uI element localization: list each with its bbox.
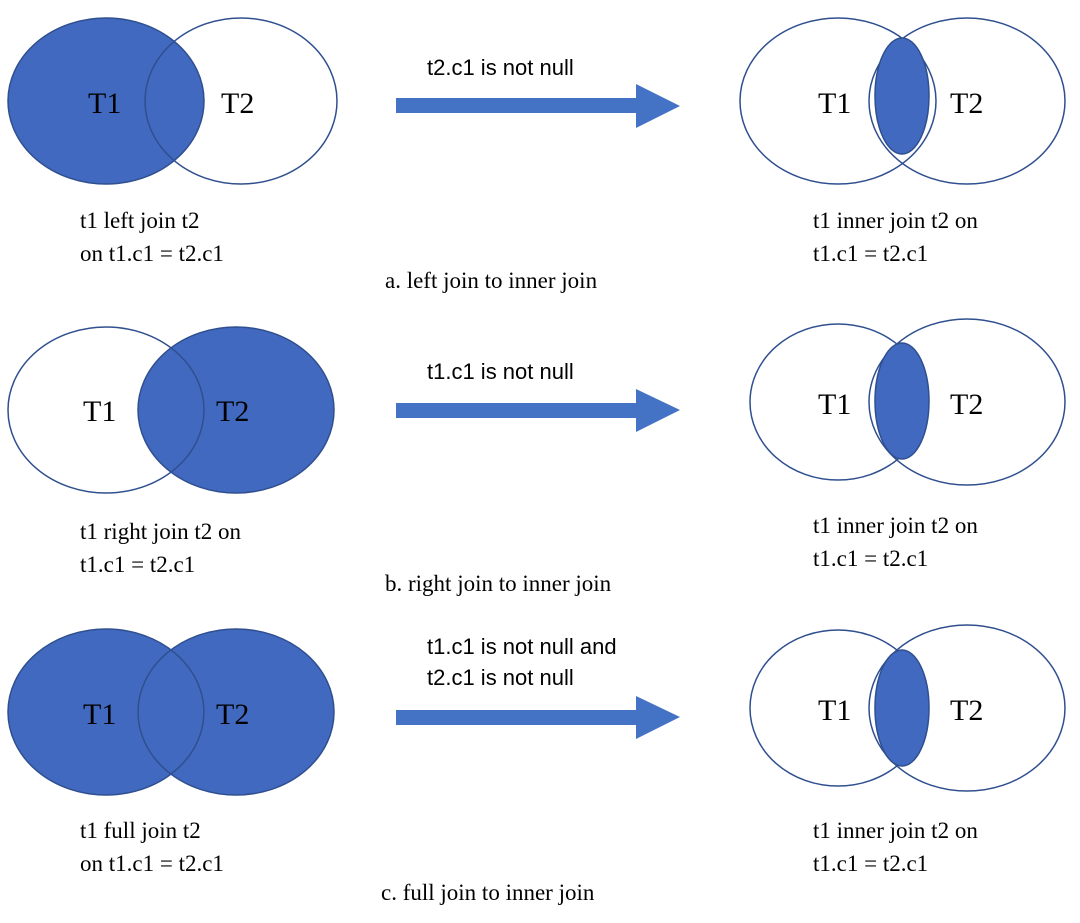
set-label-t2: T2 xyxy=(950,87,983,120)
row-a: T1 T2 t1 left join t2 on t1.c1 = t2.c1 t… xyxy=(7,17,1066,293)
full-join-caption: t1 full join t2 on t1.c1 = t2.c1 xyxy=(80,818,224,876)
inner-join-caption: t1 inner join t2 on t1.c1 = t2.c1 xyxy=(813,818,984,876)
caption-line-2: t1.c1 = t2.c1 xyxy=(813,241,928,266)
set-label-t1: T1 xyxy=(818,87,851,120)
circle-t2-outline xyxy=(868,318,1066,486)
set-label-t2: T2 xyxy=(216,698,249,731)
condition-line-1: t2.c1 is not null xyxy=(427,55,574,80)
inner-join-caption: t1 inner join t2 on t1.c1 = t2.c1 xyxy=(813,208,984,266)
caption-line-2: on t1.c1 = t2.c1 xyxy=(80,241,224,266)
intersection-filled xyxy=(874,37,930,155)
row-c: T1 T2 t1 full join t2 on t1.c1 = t2.c1 t… xyxy=(7,624,1066,905)
circle-t2-filled xyxy=(137,326,335,494)
set-label-t2: T2 xyxy=(216,395,249,428)
set-label-t1: T1 xyxy=(83,395,116,428)
circle-t2-outline xyxy=(868,17,1066,185)
condition-line-2: t2.c1 is not null xyxy=(427,665,574,690)
circle-t2-outline xyxy=(144,17,338,185)
arrow-head xyxy=(636,389,680,432)
set-label-t1: T1 xyxy=(88,87,121,120)
caption-line-1: t1 left join t2 xyxy=(80,208,199,233)
venn-right-join: T1 T2 xyxy=(7,326,335,494)
set-label-t2: T2 xyxy=(221,87,254,120)
intersection-filled xyxy=(874,649,930,767)
row-title: c. full join to inner join xyxy=(381,880,595,905)
venn-inner-join: T1 T2 xyxy=(749,318,1066,486)
condition-line-1: t1.c1 is not null xyxy=(427,359,574,384)
condition-label: t1.c1 is not null xyxy=(427,359,574,384)
set-label-t2: T2 xyxy=(950,694,983,727)
caption-line-1: t1 right join t2 on xyxy=(80,519,242,544)
circle-t1-outline xyxy=(739,17,937,185)
caption-line-1: t1 full join t2 xyxy=(80,818,201,843)
caption-line-1: t1 inner join t2 on xyxy=(813,818,978,843)
set-label-t1: T1 xyxy=(818,694,851,727)
arrow-shaft xyxy=(396,710,636,725)
caption-line-2: t1.c1 = t2.c1 xyxy=(80,552,195,577)
arrow-shaft xyxy=(396,98,636,113)
caption-line-1: t1 inner join t2 on xyxy=(813,513,978,538)
circle-t1-filled xyxy=(7,17,205,185)
intersection-filled xyxy=(874,342,930,460)
set-label-t2: T2 xyxy=(950,388,983,421)
caption-line-2: t1.c1 = t2.c1 xyxy=(813,546,928,571)
condition-label: t2.c1 is not null xyxy=(427,55,574,80)
caption-line-2: on t1.c1 = t2.c1 xyxy=(80,851,224,876)
arrow-shaft xyxy=(396,403,636,418)
circle-t1-outline xyxy=(170,649,205,775)
venn-full-join: T1 T2 xyxy=(7,628,335,796)
arrow-right xyxy=(396,696,680,739)
circle-t1-outline xyxy=(7,326,205,494)
row-title: b. right join to inner join xyxy=(385,571,612,596)
condition-label: t1.c1 is not null and t2.c1 is not null xyxy=(427,634,623,690)
circle-t2-filled xyxy=(137,628,335,796)
venn-inner-join: T1 T2 xyxy=(749,624,1066,792)
set-label-t1: T1 xyxy=(818,388,851,421)
right-join-caption: t1 right join t2 on t1.c1 = t2.c1 xyxy=(80,519,247,577)
left-join-caption: t1 left join t2 on t1.c1 = t2.c1 xyxy=(80,208,224,266)
set-label-t1: T1 xyxy=(83,698,116,731)
arrow-right xyxy=(396,84,680,128)
circle-t2-outline xyxy=(868,624,1066,792)
arrow-right xyxy=(396,389,680,432)
caption-line-1: t1 inner join t2 on xyxy=(813,208,978,233)
arrow-head xyxy=(636,84,680,128)
row-b: T1 T2 t1 right join t2 on t1.c1 = t2.c1 … xyxy=(7,318,1066,596)
inner-join-caption: t1 inner join t2 on t1.c1 = t2.c1 xyxy=(813,513,984,571)
venn-inner-join: T1 T2 xyxy=(739,17,1066,185)
caption-line-2: t1.c1 = t2.c1 xyxy=(813,851,928,876)
arrow-head xyxy=(636,696,680,739)
condition-line-1: t1.c1 is not null and xyxy=(427,634,617,659)
row-title: a. left join to inner join xyxy=(385,268,598,293)
venn-left-join: T1 T2 xyxy=(7,17,338,185)
